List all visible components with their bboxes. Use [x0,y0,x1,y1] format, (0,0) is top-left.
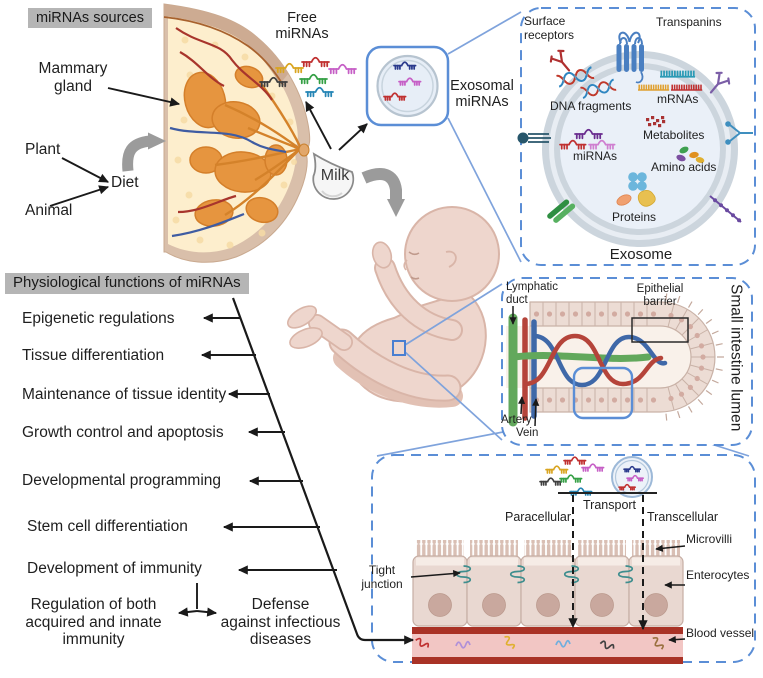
transport-box [371,454,756,664]
mirnas-label: miRNAs [573,149,617,163]
transport-exosome-icon [611,456,653,498]
function-item-immunity: Development of immunity [27,560,202,577]
function-item-stem-cell: Stem cell differentiation [27,518,188,535]
transpanins-label: Transpanins [656,15,722,29]
proteins-icon [616,172,656,207]
breast-texture [172,36,297,249]
branched-receptor-icon [725,121,753,145]
lipid-anchor-icon [517,132,551,144]
transport-label-arrows [410,544,686,644]
epithelial-barrier-rect [631,317,689,343]
intestine-label-arrows [509,306,540,427]
plant-label: Plant [25,141,61,158]
mirna-sources-badge: miRNAs sources [28,8,152,29]
milk-to-infant-arrow-icon [361,168,405,217]
green-receptor-icon [547,199,576,223]
nipple [298,143,310,157]
microvilli-label: Microvilli [686,532,732,546]
infant-illustration [286,206,500,408]
surface-receptors-label: Surface receptors [524,14,575,42]
spike-protein-icon [709,195,742,223]
small-intestine-box [501,277,753,446]
immunity-regulation-label: Regulation of both acquired and innate i… [25,596,162,648]
function-item-developmental-programming: Developmental programming [22,472,222,489]
paracellular-label: Paracellular [505,510,572,524]
milk-ducts [214,84,303,217]
exosome-title: Exosome [609,246,673,263]
transpanin-icon [616,31,644,84]
breast-illustration [163,3,311,263]
vein-label: Vein [516,427,539,439]
free-mirnas-label: Free miRNAs [275,10,329,43]
breast-blood-vessels [169,27,287,238]
metabolites-label: Metabolites [643,128,705,142]
mrnas-label: mRNAs [657,92,699,106]
lymphatic-duct-label: Lymphatic duct [506,281,558,306]
enterocytes-label: Enterocytes [686,568,750,582]
dna-fragments-label: DNA fragments [550,99,632,113]
diet-to-breast-arrow-icon [122,132,166,172]
exosomal-mirnas-label: Exosomal miRNAs [450,78,514,111]
amino-acids-icon [676,146,705,163]
proteins-label: Proteins [612,210,657,224]
tight-junction-label: Tight junction [361,563,403,591]
villus-brush-border [665,293,724,421]
milk-droplet-icon [312,152,355,200]
diet-label: Diet [111,174,139,191]
animal-label: Animal [25,202,73,219]
function-item-tissue-differentiation: Tissue differentiation [22,347,165,364]
immunity-defense-label: Defense against infectious diseases [220,596,341,648]
blood-vessel-label: Blood vessel [686,626,755,640]
transport-label: Transport [583,498,637,512]
blood-vessel-graphic [412,627,683,664]
amino-acids-label: Amino acids [651,160,717,174]
source-arrows [49,87,368,207]
transport-zoom-rect [572,366,634,420]
epithelial-barrier-label: Epithelial barrier [636,283,684,308]
functions-badge: Physiological functions of miRNAs [5,273,249,294]
milk-label: Milk [320,167,350,184]
functions-spine [177,297,415,645]
function-item-tissue-identity: Maintenance of tissue identity [22,386,227,403]
artery-label: Artery [501,414,532,426]
transcellular-label: Transcellular [647,510,719,524]
metabolites-icon [646,116,666,128]
function-item-epigenetic: Epigenetic regulations [22,310,175,327]
exosome-detail-box [517,7,756,266]
intestine-zoom-rect [392,340,406,356]
function-item-growth-apoptosis: Growth control and apoptosis [22,424,224,441]
small-intestine-lumen-title: Small intestine lumen [727,284,745,432]
mammary-gland-label: Mammary gland [38,60,108,95]
transport-route-arrows [568,495,648,631]
exosomal-mirna-vesicle [365,45,450,127]
